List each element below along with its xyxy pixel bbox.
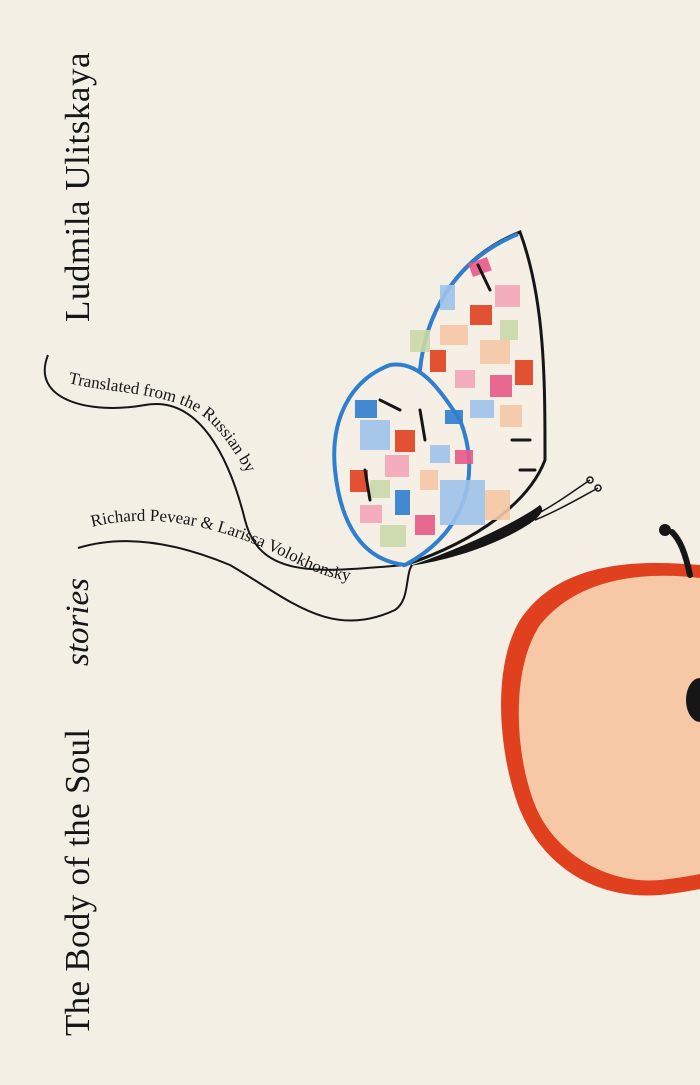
curve-line-upper [43, 354, 406, 571]
butterfly-icon [332, 230, 602, 568]
translators-text: Richard Pevear & Larissa Volokhonsky [89, 506, 353, 585]
book-subtitle: stories [60, 577, 96, 666]
curve-line-lower [77, 540, 413, 622]
translated-by-text: Translated from the Russian by [67, 368, 260, 476]
apple-icon [501, 524, 700, 896]
book-title: The Body of the Soul [58, 728, 97, 1036]
author-name: Ludmila Ulitskaya [58, 52, 97, 322]
